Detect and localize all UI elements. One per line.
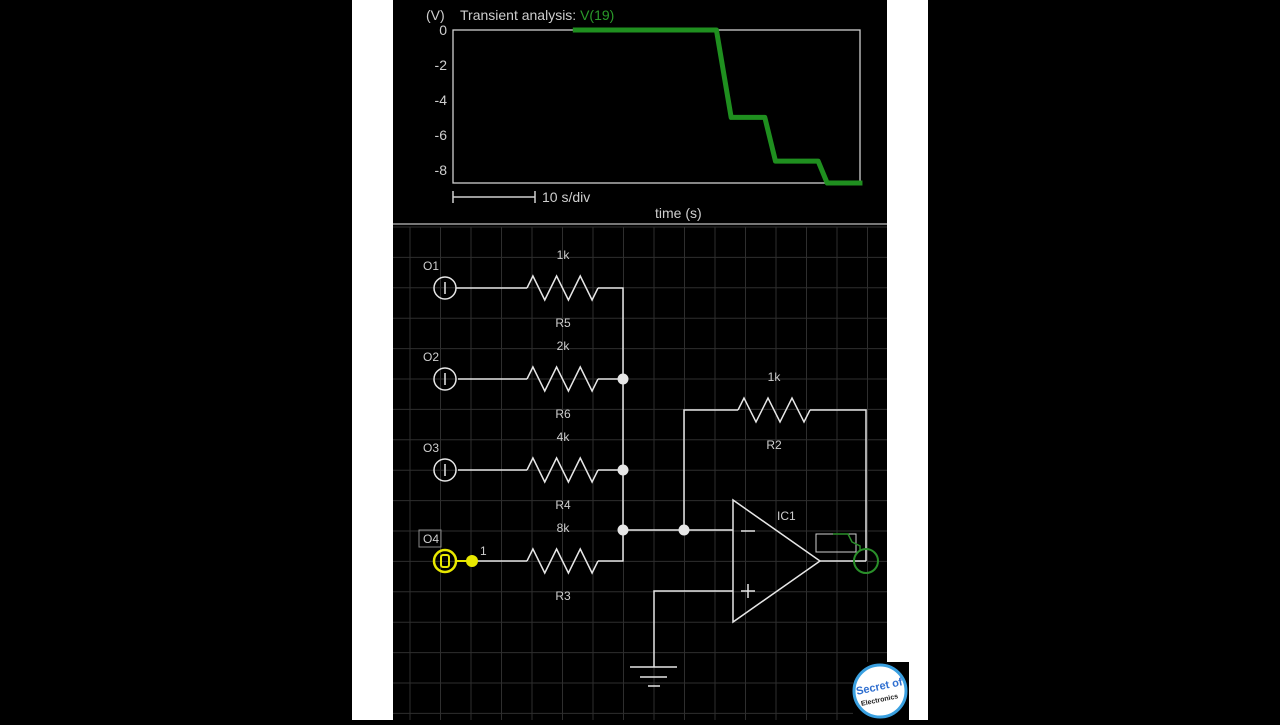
resistor-value: 1k (768, 370, 782, 384)
resistor-r6[interactable] (526, 365, 599, 393)
trace-v19 (572, 27, 863, 186)
switch-o1[interactable]: O1 (423, 259, 457, 300)
y-tick-label: -2 (435, 57, 448, 73)
x-axis-label: time (s) (655, 205, 702, 221)
logo: Secret of Electronics (852, 662, 909, 720)
resistor-name: R2 (766, 438, 782, 452)
chart-title: Transient analysis: V(19) (460, 7, 614, 23)
node-label: 1 (480, 544, 487, 558)
resistor-value: 8k (557, 521, 571, 535)
junction-dots (617, 373, 690, 536)
resistor-r5[interactable] (526, 274, 599, 302)
resistor-name: R4 (555, 498, 571, 512)
left-border (352, 0, 393, 720)
switch-label: O2 (423, 350, 439, 364)
resistor-name: R5 (555, 316, 571, 330)
y-tick-label: -4 (435, 92, 448, 108)
resistor-value: 1k (557, 248, 571, 262)
y-tick-label: 0 (439, 22, 447, 38)
wires (456, 287, 867, 687)
opamp-ic1[interactable]: IC1 (732, 498, 822, 624)
switch-o4[interactable]: O4 (418, 529, 478, 574)
resistor-r4[interactable] (526, 456, 599, 484)
plus-sign (741, 584, 755, 598)
y-tick-label: -8 (435, 162, 448, 178)
switch-o2[interactable]: O2 (423, 350, 457, 391)
resistor-value: 4k (557, 430, 571, 444)
ground-symbol (630, 666, 677, 687)
switch-o3[interactable]: O3 (423, 441, 457, 482)
switch-label: O3 (423, 441, 439, 455)
resistor-name: R6 (555, 407, 571, 421)
resistor-r2[interactable] (737, 396, 811, 424)
output-probe[interactable] (815, 533, 879, 574)
y-unit: (V) (426, 7, 445, 23)
switch-label: O1 (423, 259, 439, 273)
resistor-name: R3 (555, 589, 571, 603)
probe-circle (853, 548, 879, 574)
time-scale-bar (452, 191, 536, 203)
y-tick-label: -6 (435, 127, 448, 143)
grid (393, 226, 887, 720)
resistor-r3[interactable] (526, 547, 599, 575)
right-border (887, 0, 928, 720)
opamp-label: IC1 (777, 509, 796, 523)
resistor-value: 2k (557, 339, 571, 353)
switch-label: O4 (423, 532, 439, 546)
transient-chart: (V) Transient analysis: V(19) 0-2-4-6-8 … (426, 7, 863, 221)
scale-label: 10 s/div (542, 189, 590, 205)
